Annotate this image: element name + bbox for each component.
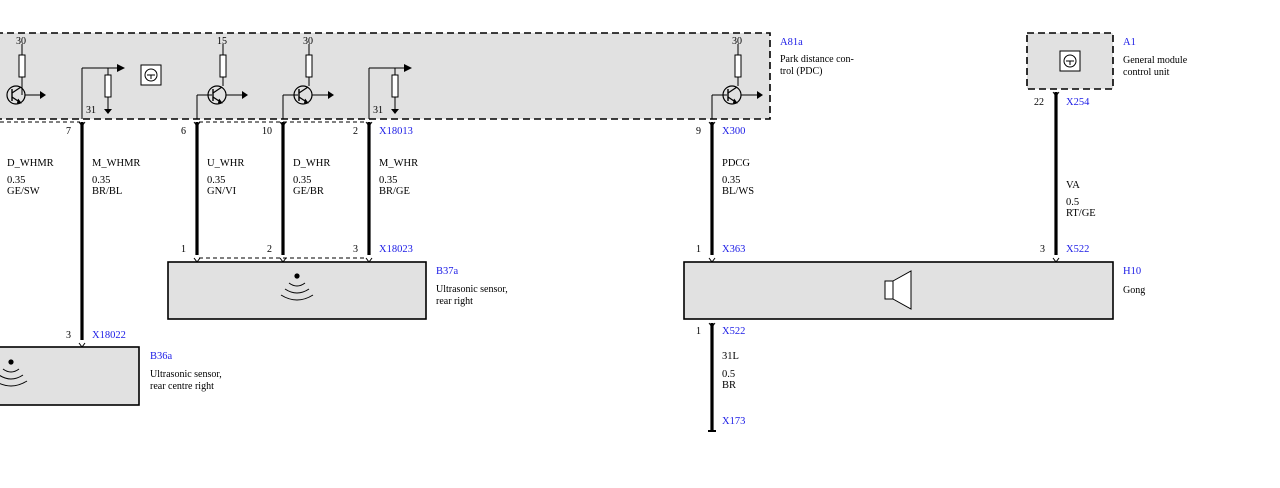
pin-9: 9 <box>696 126 701 137</box>
svg-text:VA: VA <box>1066 180 1080 191</box>
pin-x522b-1: 1 <box>696 326 701 337</box>
svg-text:GN/VI: GN/VI <box>207 186 237 197</box>
sensor-b36a-box <box>0 346 140 406</box>
driver-circuit-3 <box>196 44 248 119</box>
pin-x522-3: 3 <box>1040 244 1045 255</box>
connector-x173: X173 <box>722 416 745 427</box>
pin-10: 10 <box>262 126 272 137</box>
svg-text:D_WHR: D_WHR <box>293 158 330 169</box>
svg-text:0.35: 0.35 <box>7 175 25 186</box>
wire-label-va: VA 0.5 RT/GE <box>1066 180 1096 219</box>
comp-b37a-desc1: Ultrasonic sensor, <box>436 284 508 295</box>
wire-label-pdcg: PDCG 0.35 BL/WS <box>722 158 754 197</box>
svg-text:31L: 31L <box>722 351 739 362</box>
svg-text:GE/BR: GE/BR <box>293 186 324 197</box>
wire-label-d-whr: D_WHR 0.35 GE/BR <box>293 158 330 197</box>
pin-b37-1: 1 <box>181 244 186 255</box>
pin-b37-3: 3 <box>353 244 358 255</box>
sensor-b37a-box <box>167 261 427 320</box>
svg-text:BR: BR <box>722 380 736 391</box>
comp-b36a-id: B36a <box>150 351 173 362</box>
svg-text:0.35: 0.35 <box>379 175 397 186</box>
driver-circuit-2 <box>81 64 125 119</box>
connector-x363: X363 <box>722 244 745 255</box>
driver-circuit-6 <box>711 44 763 119</box>
terminal-31-a: 31 <box>86 105 96 116</box>
driver-circuit-4 <box>282 44 334 119</box>
pin-b36-3: 3 <box>66 330 71 341</box>
connector-x522-b: X522 <box>722 326 745 337</box>
comp-b36a-desc2: rear centre right <box>150 381 214 392</box>
pin-7: 7 <box>66 126 71 137</box>
connector-x18023: X18023 <box>379 244 413 255</box>
pin-b37-2: 2 <box>267 244 272 255</box>
svg-text:BL/WS: BL/WS <box>722 186 754 197</box>
wire-label-u-whr: U_WHR 0.35 GN/VI <box>207 158 244 197</box>
terminal-31-b: 31 <box>373 105 383 116</box>
comp-a81a-id: A81a <box>780 37 803 48</box>
comp-a1-desc2: control unit <box>1123 67 1170 78</box>
wires <box>80 92 1058 430</box>
comp-b36a-desc1: Ultrasonic sensor, <box>150 369 222 380</box>
terminal-15: 15 <box>217 36 227 47</box>
svg-text:BR/GE: BR/GE <box>379 186 410 197</box>
connector-x300: X300 <box>722 126 745 137</box>
comp-a1-desc1: General module <box>1123 55 1188 66</box>
svg-text:PDCG: PDCG <box>722 158 750 169</box>
comp-a81a-desc1: Park distance con- <box>780 54 854 65</box>
module-a81a-box <box>0 32 771 120</box>
svg-text:0.5: 0.5 <box>1066 197 1079 208</box>
terminal-30-a: 30 <box>16 36 26 47</box>
comp-h10-desc1: Gong <box>1123 285 1145 296</box>
svg-text:0.35: 0.35 <box>207 175 225 186</box>
comp-a81a-desc2: trol (PDC) <box>780 66 823 77</box>
connector-x18013: X18013 <box>379 126 413 137</box>
comp-h10-id: H10 <box>1123 266 1141 277</box>
comp-a1-id: A1 <box>1123 37 1136 48</box>
pin-6: 6 <box>181 126 186 137</box>
terminal-30-b: 30 <box>303 36 313 47</box>
svg-text:D_WHMR: D_WHMR <box>7 158 54 169</box>
svg-text:0.35: 0.35 <box>293 175 311 186</box>
pin-x363-1: 1 <box>696 244 701 255</box>
svg-text:U_WHR: U_WHR <box>207 158 244 169</box>
svg-text:M_WHMR: M_WHMR <box>92 158 140 169</box>
pin-22: 22 <box>1034 97 1044 108</box>
module-a1-box <box>1026 32 1114 90</box>
connector-x254: X254 <box>1066 97 1090 108</box>
pin-2: 2 <box>353 126 358 137</box>
terminal-30-c: 30 <box>732 36 742 47</box>
connector-x522-a: X522 <box>1066 244 1089 255</box>
wire-label-d-whmr: D_WHMR 0.35 GE/SW <box>7 158 54 197</box>
wire-label-31l: 31L 0.5 BR <box>722 351 739 391</box>
wire-label-m-whr: M_WHR 0.35 BR/GE <box>379 158 418 197</box>
svg-text:RT/GE: RT/GE <box>1066 208 1096 219</box>
svg-text:0.35: 0.35 <box>722 175 740 186</box>
comp-b37a-desc2: rear right <box>436 296 473 307</box>
driver-circuit-1 <box>6 44 46 105</box>
svg-text:0.35: 0.35 <box>92 175 110 186</box>
driver-circuit-5 <box>368 64 412 119</box>
ecu-icon <box>140 64 162 86</box>
svg-text:0.5: 0.5 <box>722 369 735 380</box>
svg-text:M_WHR: M_WHR <box>379 158 418 169</box>
connector-x18022: X18022 <box>92 330 126 341</box>
svg-text:GE/SW: GE/SW <box>7 186 40 197</box>
gong-h10-box <box>683 261 1114 320</box>
comp-b37a-id: B37a <box>436 266 459 277</box>
wire-label-m-whmr: M_WHMR 0.35 BR/BL <box>92 158 140 197</box>
svg-text:BR/BL: BR/BL <box>92 186 122 197</box>
